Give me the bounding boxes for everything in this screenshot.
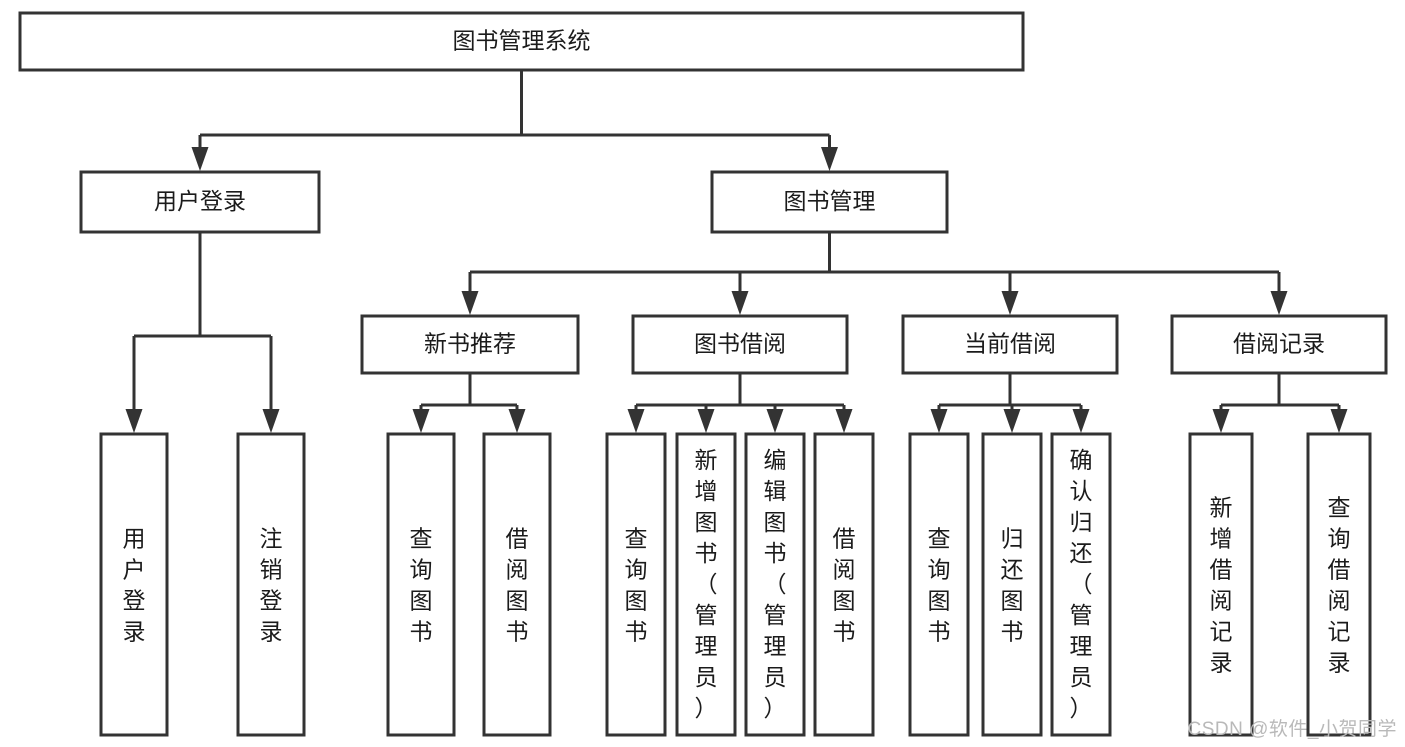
node-box-book-manage[interactable]	[710, 170, 949, 234]
node-label-new-book-rec: 新书推荐	[424, 331, 516, 357]
node-box-leaf-cur-confirm[interactable]	[1050, 432, 1112, 737]
node-box-leaf-borrow-edit[interactable]	[744, 432, 806, 737]
connector-new-book-rec	[412, 373, 526, 433]
node-leaf-rec-borrow[interactable]: 借阅图书	[482, 432, 552, 737]
connector-current-borrow	[930, 373, 1090, 433]
node-leaf-borrow-add[interactable]: 新增图书（管理员）	[675, 432, 737, 737]
arrow-head-icon	[461, 291, 479, 315]
arrow-head-icon	[766, 409, 784, 433]
node-box-book-borrow[interactable]	[631, 314, 849, 375]
node-user-login[interactable]: 用户登录	[79, 170, 321, 234]
node-leaf-cur-confirm[interactable]: 确认归还（管理员）	[1050, 432, 1112, 737]
arrow-head-icon	[125, 409, 143, 433]
node-leaf-borrow-do[interactable]: 借阅图书	[813, 432, 875, 737]
node-layer: 图书管理系统用户登录图书管理新书推荐图书借阅当前借阅借阅记录用户登录注销登录查询…	[18, 11, 1388, 737]
node-label-current-borrow: 当前借阅	[964, 331, 1056, 357]
node-leaf-rec-add[interactable]: 新增借阅记录	[1188, 432, 1254, 737]
node-box-leaf-rec-search[interactable]	[1306, 432, 1372, 737]
arrow-head-icon	[731, 291, 749, 315]
node-label-leaf-cur-confirm: 确认归还（管理员）	[1070, 447, 1093, 721]
node-leaf-user-logout[interactable]: 注销登录	[236, 432, 306, 737]
node-box-leaf-borrow-query[interactable]	[605, 432, 667, 737]
node-label-user-login: 用户登录	[154, 188, 246, 214]
arrow-head-icon	[697, 409, 715, 433]
arrow-head-icon	[1330, 409, 1348, 433]
connector-borrow-record	[1212, 373, 1348, 433]
connector-user-login	[125, 232, 280, 433]
node-leaf-cur-return[interactable]: 归还图书	[981, 432, 1043, 737]
node-box-leaf-borrow-do[interactable]	[813, 432, 875, 737]
node-box-leaf-borrow-add[interactable]	[675, 432, 737, 737]
node-leaf-borrow-query[interactable]: 查询图书	[605, 432, 667, 737]
node-label-root: 图书管理系统	[453, 28, 591, 54]
node-box-current-borrow[interactable]	[901, 314, 1119, 375]
node-label-leaf-borrow-do: 借阅图书	[833, 526, 856, 645]
node-label-leaf-cur-return: 归还图书	[1001, 526, 1024, 645]
arrow-head-icon	[262, 409, 280, 433]
node-box-user-login[interactable]	[79, 170, 321, 234]
node-leaf-rec-search[interactable]: 查询借阅记录	[1306, 432, 1372, 737]
node-book-borrow[interactable]: 图书借阅	[631, 314, 849, 375]
node-box-leaf-rec-query[interactable]	[386, 432, 456, 737]
node-box-leaf-rec-borrow[interactable]	[482, 432, 552, 737]
node-leaf-user-login[interactable]: 用户登录	[99, 432, 169, 737]
arrow-head-icon	[1001, 291, 1019, 315]
node-leaf-borrow-edit[interactable]: 编辑图书（管理员）	[744, 432, 806, 737]
node-label-leaf-user-logout: 注销登录	[260, 526, 283, 645]
node-label-leaf-borrow-edit: 编辑图书（管理员）	[764, 447, 787, 721]
connector-root	[191, 70, 838, 171]
node-label-leaf-borrow-query: 查询图书	[625, 526, 648, 645]
node-leaf-rec-query[interactable]: 查询图书	[386, 432, 456, 737]
connector-book-borrow	[627, 373, 853, 433]
node-box-leaf-user-logout[interactable]	[236, 432, 306, 737]
node-box-leaf-cur-return[interactable]	[981, 432, 1043, 737]
arrow-head-icon	[627, 409, 645, 433]
arrow-head-icon	[412, 409, 430, 433]
node-book-manage[interactable]: 图书管理	[710, 170, 949, 234]
arrow-head-icon	[1072, 409, 1090, 433]
node-box-new-book-rec[interactable]	[360, 314, 580, 375]
node-label-leaf-rec-search: 查询借阅记录	[1328, 495, 1351, 676]
node-label-book-manage: 图书管理	[784, 188, 876, 214]
node-label-leaf-user-login: 用户登录	[123, 526, 146, 645]
arrow-head-icon	[835, 409, 853, 433]
node-label-leaf-rec-add: 新增借阅记录	[1210, 495, 1233, 676]
arrow-head-icon	[508, 409, 526, 433]
node-leaf-cur-query[interactable]: 查询图书	[908, 432, 970, 737]
node-label-leaf-rec-query: 查询图书	[410, 526, 433, 645]
connector-layer	[125, 70, 1348, 433]
node-label-book-borrow: 图书借阅	[694, 331, 786, 357]
connector-book-manage	[461, 232, 1288, 315]
arrow-head-icon	[930, 409, 948, 433]
node-label-leaf-rec-borrow: 借阅图书	[506, 526, 529, 645]
node-borrow-record[interactable]: 借阅记录	[1170, 314, 1388, 375]
arrow-head-icon	[1003, 409, 1021, 433]
node-box-leaf-user-login[interactable]	[99, 432, 169, 737]
watermark-label: CSDN @软件_小贺同学	[1187, 719, 1397, 740]
arrow-head-icon	[191, 147, 209, 171]
node-box-leaf-rec-add[interactable]	[1188, 432, 1254, 737]
node-label-leaf-borrow-add: 新增图书（管理员）	[695, 447, 718, 721]
node-box-leaf-cur-query[interactable]	[908, 432, 970, 737]
node-new-book-rec[interactable]: 新书推荐	[360, 314, 580, 375]
node-current-borrow[interactable]: 当前借阅	[901, 314, 1119, 375]
node-root[interactable]: 图书管理系统	[18, 11, 1025, 72]
arrow-head-icon	[821, 147, 838, 171]
node-box-root[interactable]	[18, 11, 1025, 72]
arrow-head-icon	[1270, 291, 1288, 315]
node-label-borrow-record: 借阅记录	[1233, 331, 1325, 357]
arrow-head-icon	[1212, 409, 1230, 433]
node-box-borrow-record[interactable]	[1170, 314, 1388, 375]
node-label-leaf-cur-query: 查询图书	[928, 526, 951, 645]
